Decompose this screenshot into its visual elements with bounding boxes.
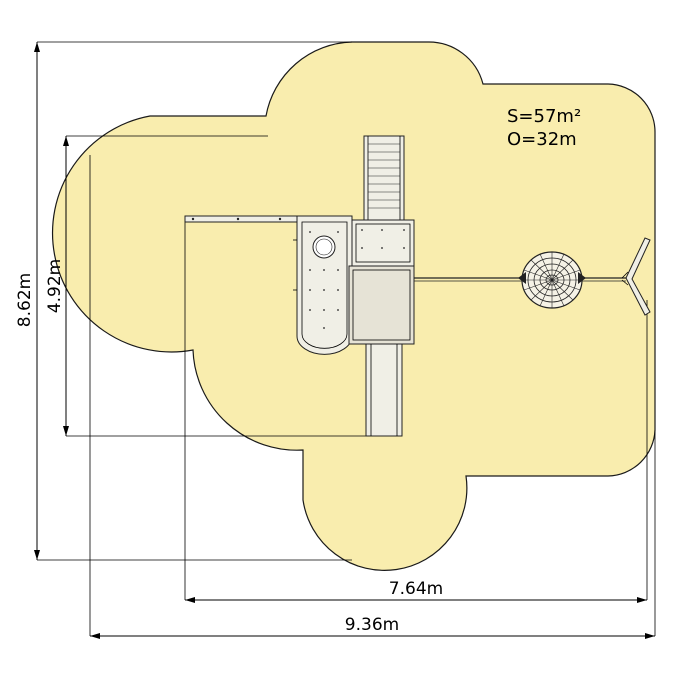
right-tower [348,219,415,345]
dim-label-inner-width: 7.64m [389,579,443,599]
playground-equipment [184,135,651,437]
dim-label-inner-height: 4.92m [45,259,65,313]
dim-label-total-width: 9.36m [345,615,399,635]
slide [365,343,403,437]
overhead-bar [184,215,298,223]
dim-label-total-height: 8.62m [15,273,35,327]
left-tower [293,215,353,355]
nest-swing [518,251,586,309]
ladder [363,135,405,221]
perimeter-label: O=32m [507,129,577,150]
area-label: S=57m² [507,106,581,127]
